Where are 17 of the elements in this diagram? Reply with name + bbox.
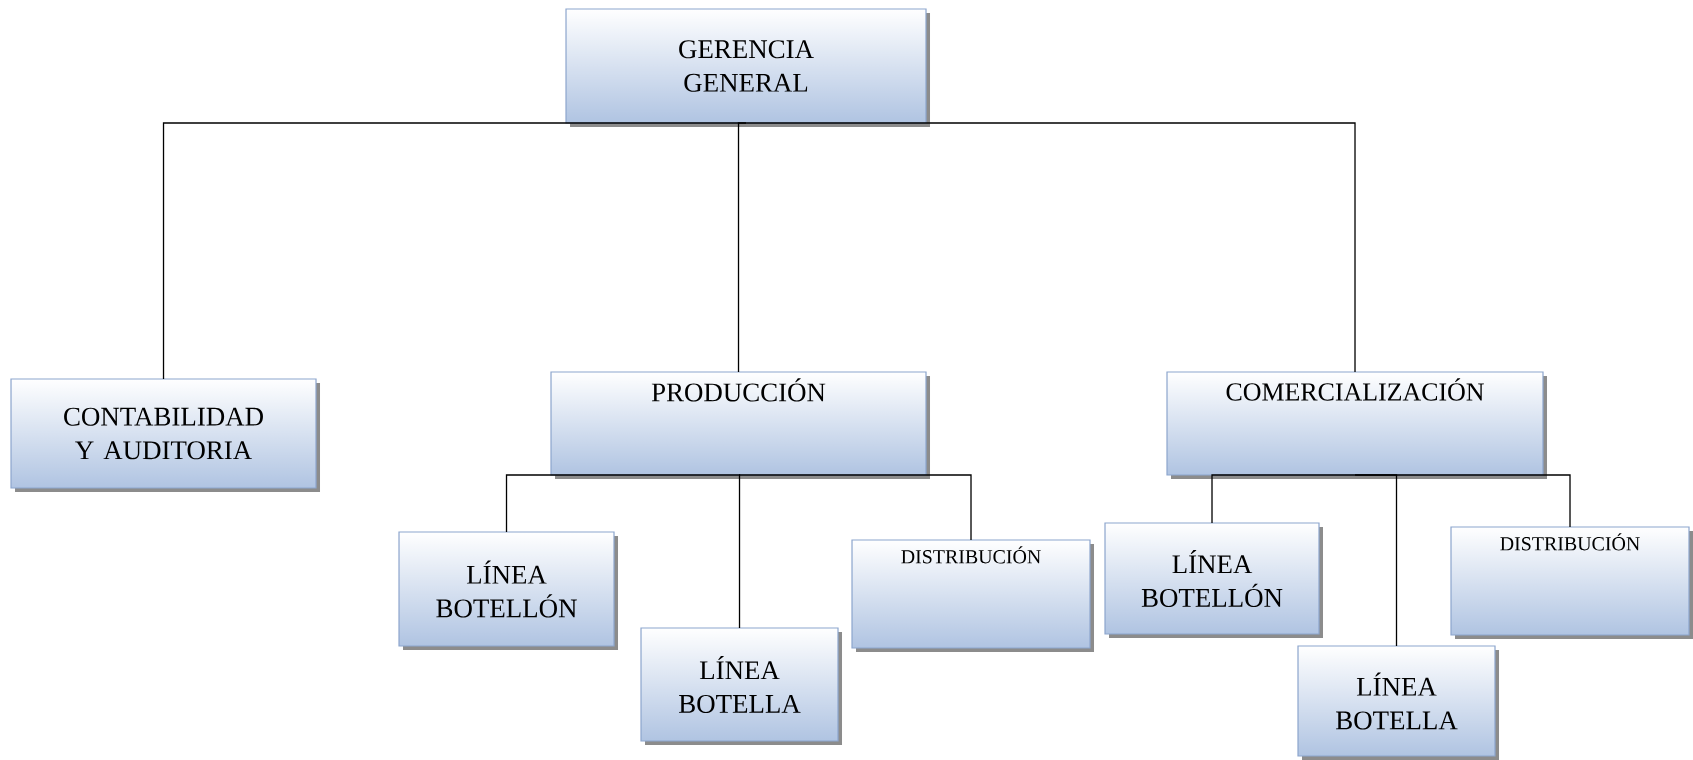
org-box: COMERCIALIZACIÓN <box>1166 371 1547 479</box>
connector-line <box>737 474 972 541</box>
connector-line <box>505 474 740 533</box>
connector-line <box>1354 474 1571 528</box>
org-box: LÍNEA BOTELLA <box>640 627 842 745</box>
org-box: CONTABILIDAD Y AUDITORIA <box>10 378 320 492</box>
org-box: LÍNEA BOTELLÓN <box>398 531 618 650</box>
org-box: PRODUCCIÓN <box>550 371 930 479</box>
org-box: LÍNEA BOTELLA <box>1297 645 1499 760</box>
connector-line <box>745 122 1356 373</box>
connector-line <box>737 122 747 373</box>
connector-line <box>737 474 741 629</box>
org-box: GERENCIA GENERAL <box>565 8 930 127</box>
org-box: DISTRIBUCIÓN <box>851 539 1094 652</box>
org-box: DISTRIBUCIÓN <box>1450 526 1693 639</box>
connector-line <box>1211 474 1356 524</box>
org-box: LÍNEA BOTELLÓN <box>1104 522 1323 638</box>
